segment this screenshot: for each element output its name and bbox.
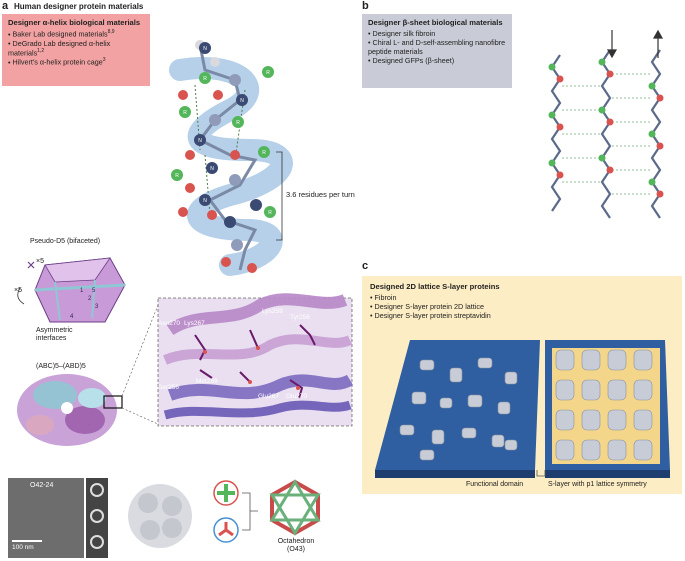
residues-per-turn-label: 3.6 residues per turn [286,190,355,199]
svg-text:4: 4 [70,314,74,320]
residue-met259: Met259 [196,378,218,385]
s-layer-box-heading: Designed 2D lattice S-layer proteins [370,282,500,291]
svg-text:N: N [203,198,207,204]
beta-sheet-box-heading: Designer β-sheet biological materials [368,18,503,27]
em-sample-label: O42-24 [30,482,54,489]
residue-glu270: Glu270 [286,393,307,400]
svg-text:1: 1 [80,288,84,294]
residue-glu267: Glu267 [258,393,279,400]
cage-symmetry-top: ×5 [36,258,44,265]
list-item: DeGrado Lab designed α-helix materials1,… [8,39,144,57]
svg-text:3: 3 [95,304,99,310]
svg-text:N: N [210,166,214,172]
scale-bar [12,540,42,542]
residue-tyr256: Tyr256 [290,314,310,321]
atom-n [199,42,211,54]
residue-lys267: Lys267 [184,320,205,327]
beta-sheet-info-box: Designer β-sheet biological materials De… [362,14,512,88]
functional-domain-label: Functional domain [466,481,524,488]
residue-asn270: Asn270 [158,320,181,327]
list-item: Chiral L- and D-self-assembling nanofibr… [368,38,506,56]
cage-title: Pseudo-D5 (bifaceted) [30,238,101,245]
svg-text:R: R [203,76,207,82]
svg-text:N: N [198,138,202,144]
svg-text:R: R [268,210,272,216]
svg-text:R: R [266,70,270,76]
svg-text:N: N [203,46,207,52]
residue-lys259: Lys259 [262,308,283,315]
atom-o [213,90,223,100]
list-item: Designer silk fibroin [368,29,506,38]
assembly-label: (ABC)5–(ABD)5 [36,363,86,370]
alpha-helix-box-list: Baker Lab designed materials8,9 DeGrado … [8,29,144,66]
list-item: Designer S-layer protein 2D lattice [370,302,558,311]
svg-text:R: R [236,120,240,126]
panel-b-letter: b [362,0,369,12]
panel-a-title: Human designer protein materials [14,2,144,11]
s-layer-lattice-label: S-layer with p1 lattice symmetry [548,481,647,488]
list-item: Hilvert's α-helix protein cage3 [8,57,144,66]
atoms [171,40,276,273]
atom-r [262,66,274,78]
panel-c-letter: c [362,260,369,272]
svg-text:R: R [262,150,266,156]
alpha-helix-box-heading: Designer α-helix biological materials [8,18,141,27]
atom-r [199,72,211,84]
octahedron-label: Octahedron (O43) [277,538,315,554]
em-micrograph [8,478,84,558]
svg-text:R: R [175,173,179,179]
svg-text:R: R [183,110,187,116]
atom-letters: N R R N R R N R N R N R [175,46,272,216]
residue-ser256: Ser256 [158,384,179,391]
cage-symmetry-side: ×5 [14,287,22,294]
list-item: Fibroin [370,293,558,302]
list-item: Designed GFPs (β-sheet) [368,56,506,65]
s-layer-info-box: Designed 2D lattice S-layer proteins Fib… [364,278,564,328]
svg-text:N: N [240,98,244,104]
hydrogen-bonds [194,84,246,216]
beta-sheet-box-list: Designer silk fibroin Chiral L- and D-se… [368,29,506,65]
list-item: Baker Lab designed materials8,9 [8,29,144,38]
asymmetric-interfaces-label: Asymmetric interfaces [36,327,73,342]
residue-bracket [276,151,283,241]
alpha-helix-info-box: Designer α-helix biological materials Ba… [2,14,150,86]
list-item: Designer S-layer protein streptavidin [370,311,558,320]
svg-text:5: 5 [92,288,96,294]
svg-text:2: 2 [88,296,92,302]
s-layer-box-list: Fibroin Designer S-layer protein 2D latt… [370,293,558,320]
scale-bar-label: 100 nm [12,544,34,551]
panel-a-letter: a [2,0,9,12]
